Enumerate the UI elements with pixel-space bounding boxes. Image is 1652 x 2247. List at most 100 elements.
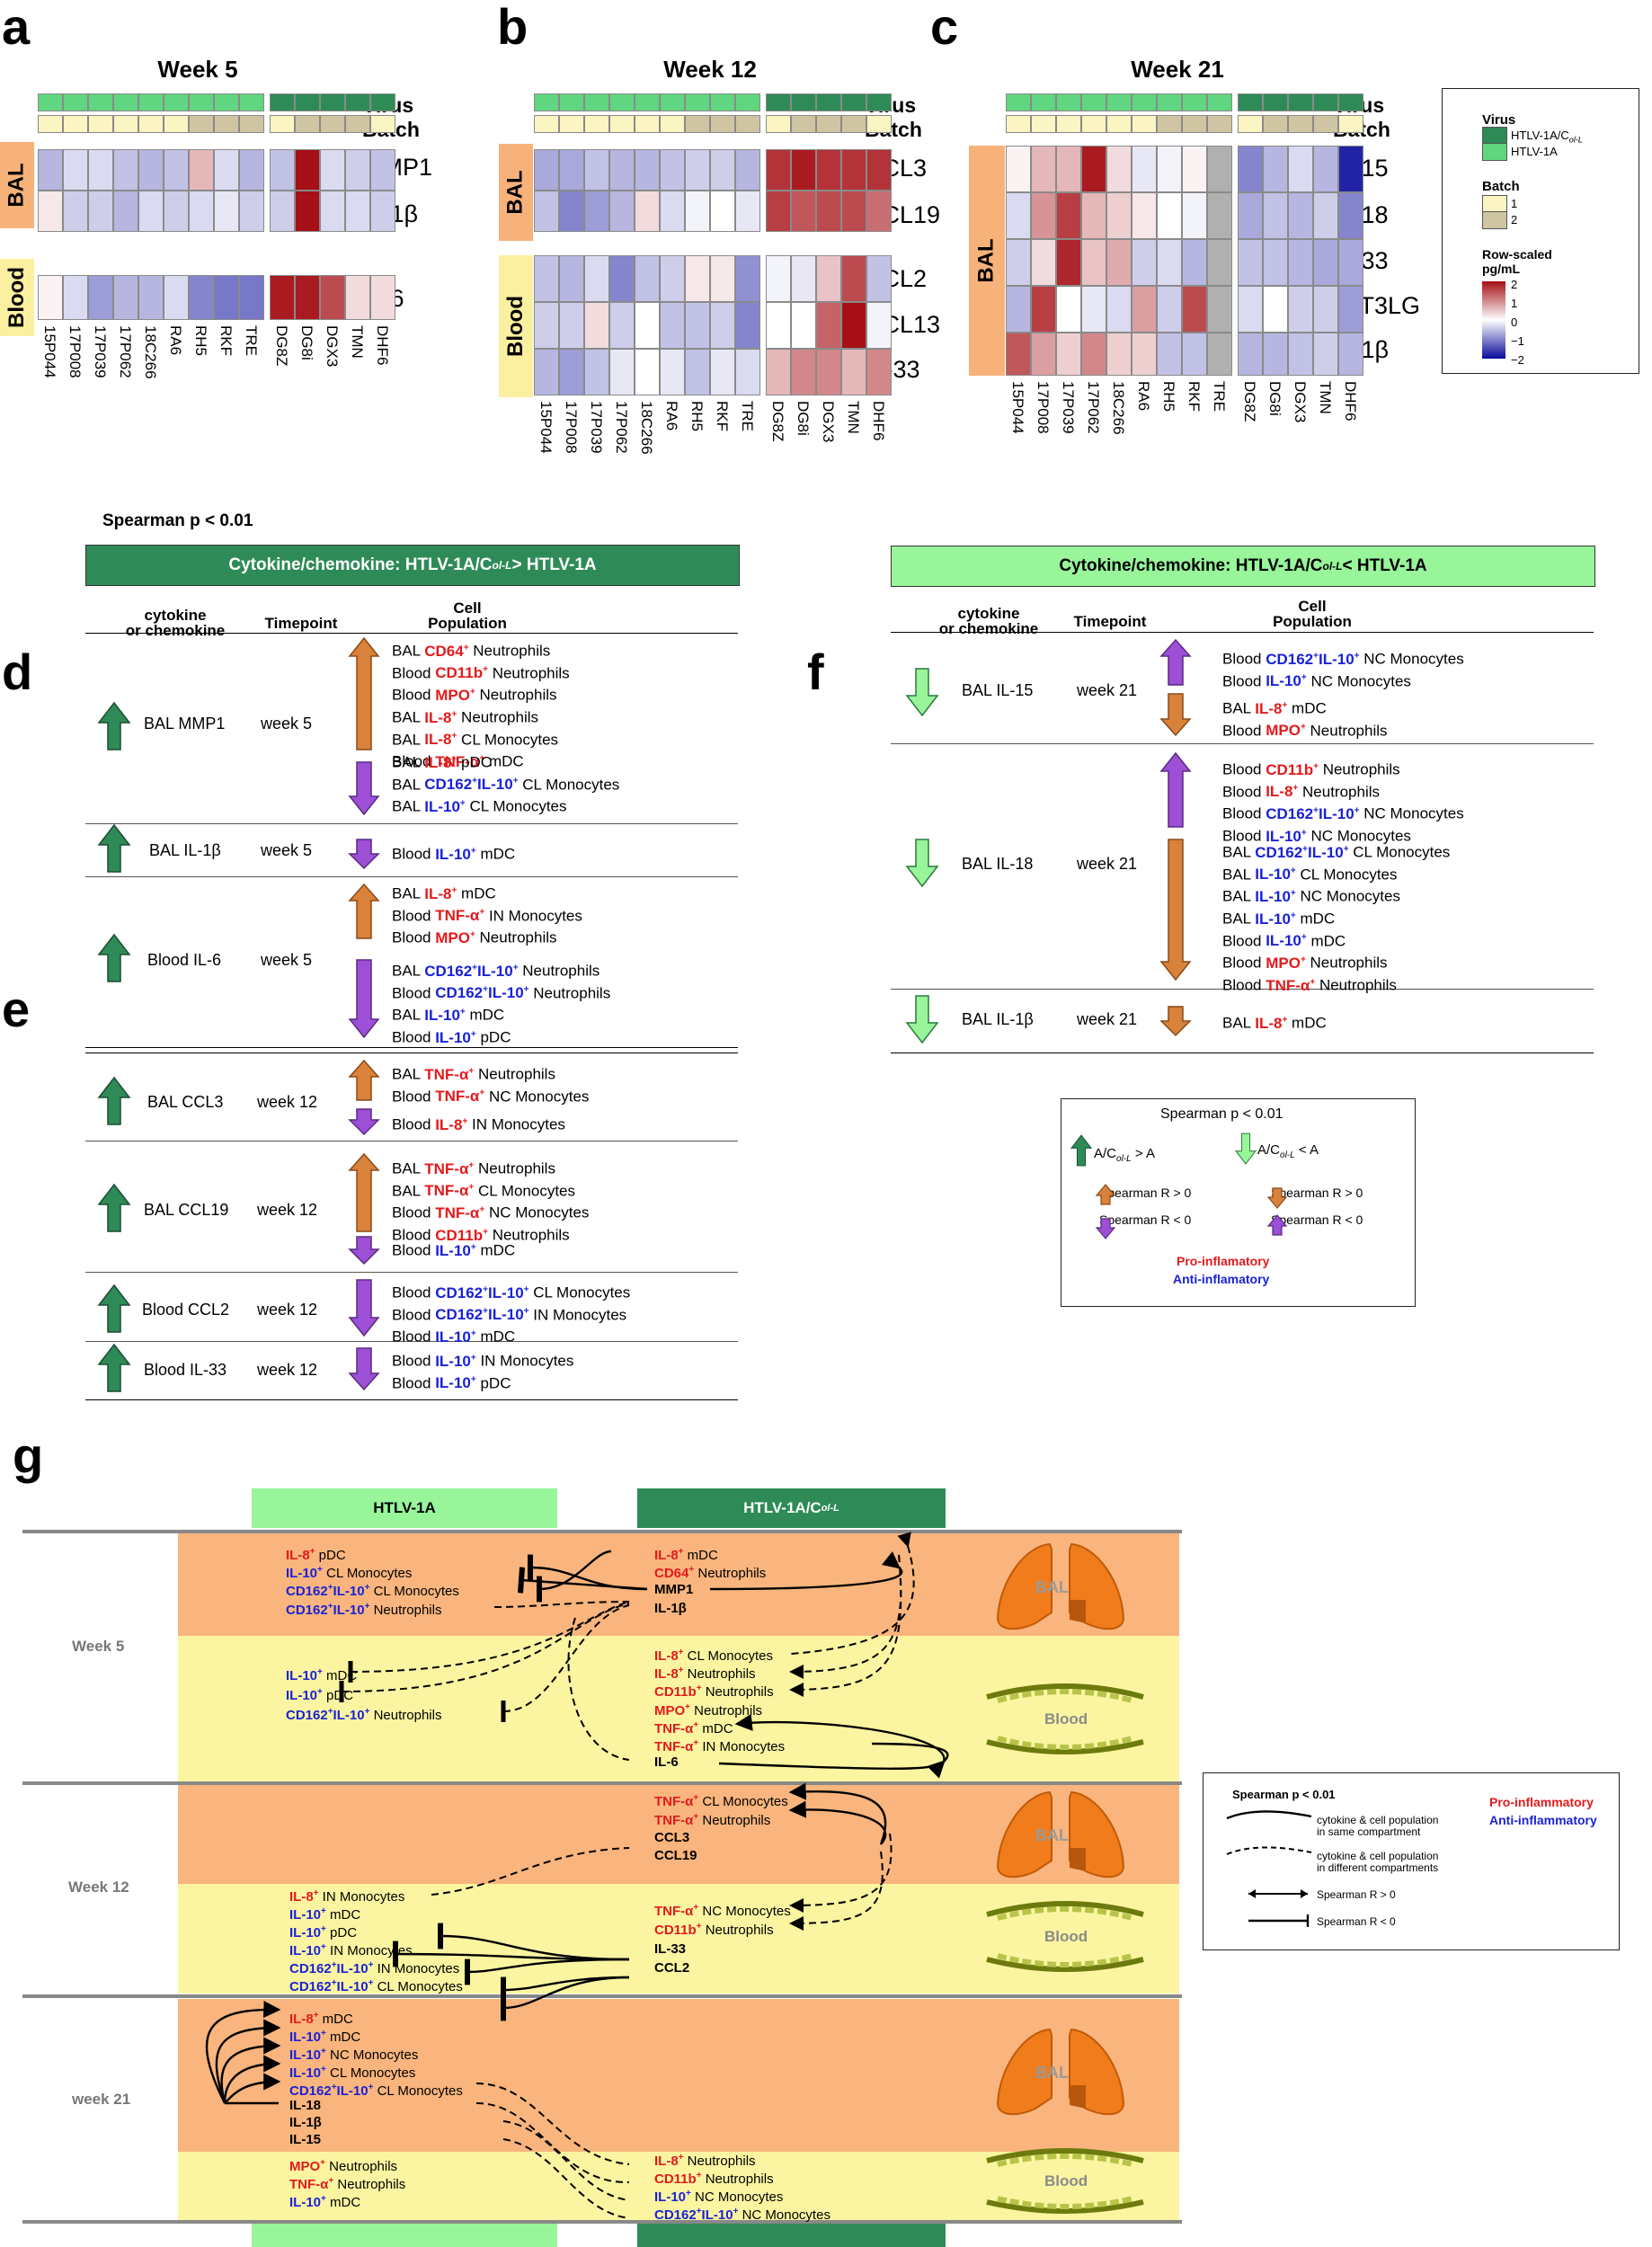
virus-annotation-cell (1263, 93, 1288, 111)
arrow-legend-rpos-1: Spearman R > 0 (1099, 1186, 1192, 1200)
virus-annotation-cell (635, 93, 660, 111)
down-arrow-icon (906, 668, 938, 716)
g-text: CD11b+ Neutrophils (654, 1683, 774, 1700)
heatmap-cell (1238, 192, 1263, 239)
table-left-cyto-0: BAL MMP1 (144, 715, 226, 733)
batch-annotation-cell (1132, 115, 1157, 133)
heatmap-cell (1132, 146, 1157, 192)
g-text: CCL19 (654, 1848, 697, 1863)
heatmap-cell (609, 349, 635, 395)
batch-annotation-cell (766, 115, 791, 133)
batch-annotation-cell (559, 115, 584, 133)
heatmap-cell (609, 255, 635, 302)
table-right-col-timepoint: Timepoint (1073, 613, 1147, 630)
virus-annotation-cell (1081, 93, 1106, 111)
g-legend: Spearman p < 0.01 cytokine & cell popula… (1203, 1772, 1620, 1950)
virus-annotation-cell (866, 93, 892, 111)
orange-arrow-icon (1159, 839, 1192, 981)
heatmap-cell (38, 191, 63, 232)
legend-color-scale (1482, 281, 1505, 359)
heatmap-cell (1288, 286, 1313, 333)
legend-virus-title: Virus (1482, 112, 1516, 128)
heatmap-cell (1081, 333, 1106, 376)
g-w5-blood-bg (178, 1636, 1179, 1781)
virus-annotation-cell (239, 93, 264, 111)
virus-annotation-cell (1313, 93, 1338, 111)
table-right-cyto-1: BAL IL-18 (962, 855, 1034, 873)
virus-annotation-cell (1288, 93, 1313, 111)
heatmap-cell (635, 191, 660, 232)
down-arrow-icon (906, 995, 938, 1044)
heatmap-cell (841, 255, 866, 302)
batch-annotation-cell (1106, 115, 1132, 133)
batch-annotation-cell (1081, 115, 1106, 133)
legend-scale-title-1: Row-scaled (1482, 247, 1552, 262)
heatmap-cell (1182, 192, 1207, 239)
heatmap-cell (559, 349, 584, 395)
heatmap-cell (239, 149, 264, 191)
heatmap-cell (164, 149, 189, 191)
heatmap-cell (270, 275, 295, 320)
heatmap-cell (1207, 146, 1232, 192)
heatmap-c-bal-tag: BAL (969, 146, 1005, 376)
purple-arrow-icon (348, 959, 380, 1039)
heatmap-cell (609, 302, 635, 349)
heatmap-cell (295, 149, 320, 191)
heatmap-cell (791, 302, 816, 349)
heatmap-cell (370, 275, 395, 320)
heatmap-cell (1106, 192, 1132, 239)
heatmap-cell (791, 149, 816, 191)
heatmap-cell (63, 149, 88, 191)
heatmap-cell (1338, 146, 1363, 192)
panel-letter-g: g (13, 1427, 44, 1484)
virus-annotation-cell (320, 93, 345, 111)
heatmap-cell (866, 255, 892, 302)
batch-annotation-cell (1157, 115, 1182, 133)
g-connector-lines (205, 1532, 949, 2219)
heatmap-cell (685, 302, 710, 349)
virus-annotation-cell (1182, 93, 1207, 111)
heatmap-cell (1031, 286, 1056, 333)
purple-arrow-icon (348, 839, 380, 870)
heatmap-cell (660, 149, 685, 191)
virus-annotation-cell (370, 93, 395, 111)
heatmap-a-blood-tag: Blood (0, 259, 34, 336)
virus-annotation-cell (113, 93, 138, 111)
heatmap-cell (685, 191, 710, 232)
heatmap-cell (164, 191, 189, 232)
purple-arrow-icon (348, 761, 380, 816)
panel-letter-f: f (807, 644, 824, 700)
vessel-icon: Blood (986, 1683, 1144, 1754)
heatmap-cell (660, 302, 685, 349)
g-text: IL-1β (289, 2115, 322, 2130)
heatmap-cell (685, 255, 710, 302)
g-text: IL-10+ NC Monocytes (654, 2189, 784, 2205)
heatmap-cell (270, 191, 295, 232)
g-htlv1a-footer (252, 2222, 557, 2247)
heatmap-cell (1288, 192, 1313, 239)
batch-annotation-cell (1182, 115, 1207, 133)
heatmap-cell (345, 275, 370, 320)
g-text: CCL3 (654, 1830, 690, 1845)
batch-annotation-cell (1313, 115, 1338, 133)
heatmap-cell (841, 191, 866, 232)
batch-annotation-cell (239, 115, 264, 133)
heatmap-cell (164, 275, 189, 320)
up-arrow-icon (98, 1284, 130, 1333)
heatmap-cell (1006, 146, 1031, 192)
table-left-cyto-5: Blood CCL2 (142, 1301, 230, 1319)
heatmap-cell (766, 302, 791, 349)
lung-icon: BAL (996, 2028, 1125, 2116)
heatmap-cell (1031, 146, 1056, 192)
table-left-cells-6: Blood IL-10+ IN Monocytes Blood IL-10+ p… (392, 1352, 574, 1392)
batch-annotation-cell (735, 115, 760, 133)
table-arrows-layer (98, 636, 1288, 1392)
heatmap-cell (766, 255, 791, 302)
batch-annotation-cell (1006, 115, 1031, 133)
svg-text:Blood: Blood (1044, 1710, 1088, 1727)
virus-annotation-cell (295, 93, 320, 111)
heatmap-cell (534, 302, 559, 349)
table-right-cells-0-up: Blood CD162+IL-10+ NC Monocytes Blood IL… (1222, 650, 1464, 690)
heatmap-cell (534, 255, 559, 302)
